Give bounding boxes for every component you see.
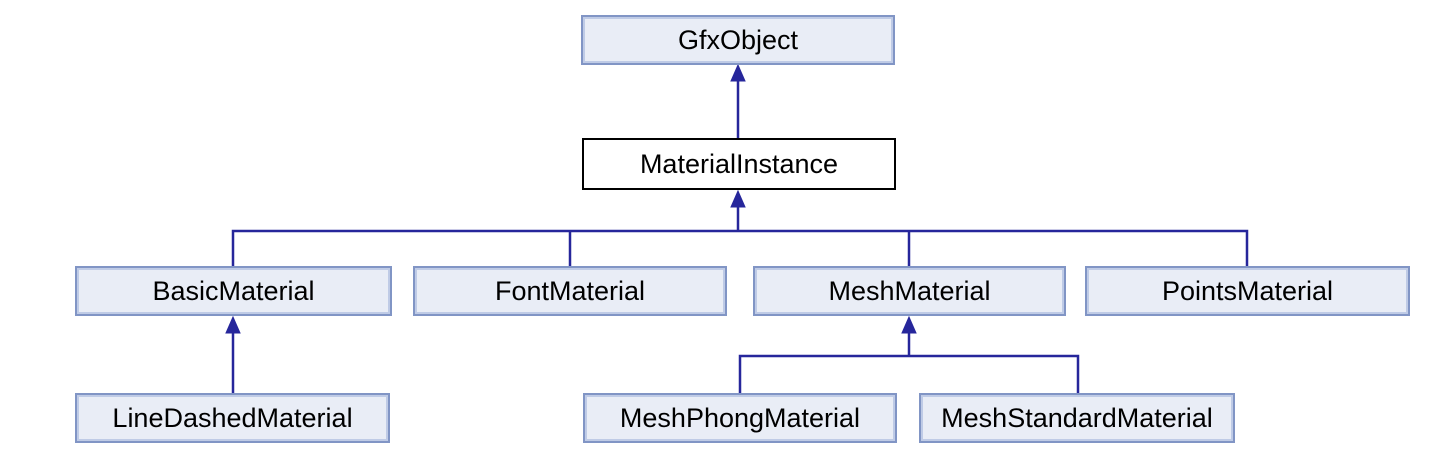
arrowhead-materialinstance (730, 189, 746, 208)
class-node-meshmaterial[interactable]: MeshMaterial (753, 266, 1066, 316)
class-node-basicmaterial[interactable]: BasicMaterial (75, 266, 392, 316)
class-node-meshphongmaterial[interactable]: MeshPhongMaterial (583, 393, 897, 443)
edge-trunk-children-meshmaterial (738, 354, 1080, 393)
edge-trunk-children-materialinstance (231, 229, 1249, 266)
arrowhead-meshmaterial (901, 315, 917, 334)
class-node-gfxobject[interactable]: GfxObject (581, 15, 895, 65)
class-node-meshstandardmaterial[interactable]: MeshStandardMaterial (919, 393, 1235, 443)
class-node-materialinstance: MaterialInstance (582, 138, 896, 190)
arrowhead-basicmaterial (225, 315, 241, 334)
arrowhead-gfxobject (730, 63, 746, 82)
class-node-fontmaterial[interactable]: FontMaterial (413, 266, 727, 316)
class-node-linedashedmaterial[interactable]: LineDashedMaterial (75, 393, 390, 443)
class-node-pointsmaterial[interactable]: PointsMaterial (1085, 266, 1410, 316)
